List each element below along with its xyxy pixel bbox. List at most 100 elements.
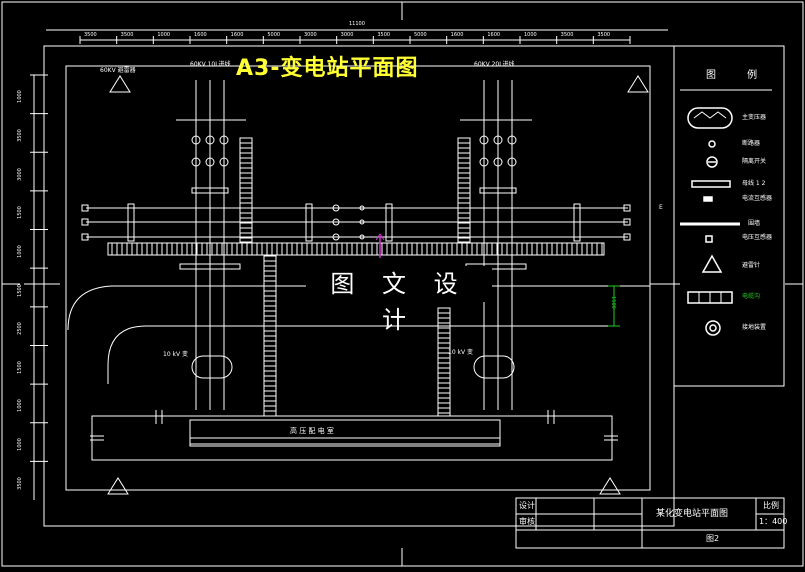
- title-block-scale-value: 1：400: [759, 517, 788, 526]
- title-block: [515, 497, 785, 549]
- top-segment-dim: 3500: [84, 32, 97, 38]
- right-breaker-a-upper: [479, 135, 489, 145]
- left-segment-dim: 1500: [16, 360, 23, 374]
- legend-label: 围墙: [748, 220, 761, 227]
- legend-label: 主变压器: [742, 114, 767, 121]
- left-disconnector-frame: [191, 187, 229, 194]
- switchgear-building-base: [189, 437, 501, 447]
- disconnector-icon: [706, 156, 718, 168]
- breaker-icon: [708, 140, 716, 148]
- legend-label: 电流互感器: [742, 195, 773, 202]
- top-segment-dim: 5000: [414, 32, 427, 38]
- left-segment-dim: 1500: [16, 206, 23, 220]
- label-feeder-right: 60KV 20L进线: [474, 61, 515, 68]
- right-terminal-c: [623, 233, 631, 241]
- cable-rack-right-upper: [457, 137, 471, 243]
- lightning-rod-bottom-left: [107, 477, 129, 495]
- lightning-rod-bottom-right: [599, 477, 621, 495]
- left-segment-dim: 1000: [16, 90, 23, 104]
- grounding-icon: [705, 320, 721, 336]
- title-block-scale-label: 比例: [763, 501, 779, 510]
- legend-label: 隔离开关: [742, 158, 767, 165]
- road-arc-inner: [107, 325, 610, 384]
- right-breaker-b-lower: [493, 157, 503, 167]
- left-breaker-a-upper: [191, 135, 201, 145]
- label-lightning-left: 60KV 避雷器: [100, 67, 136, 74]
- top-segment-dim: 3500: [377, 32, 391, 38]
- lower-yard: [91, 415, 613, 461]
- legend-label: 避雷针: [742, 262, 761, 269]
- bus-section-right: [385, 203, 393, 242]
- bus-section-left: [305, 203, 313, 242]
- left-terminal-b: [81, 218, 89, 226]
- switchgear-building: [189, 419, 501, 445]
- cable-rack-right-lower: [437, 307, 451, 417]
- title-block-name: 某化变电站平面图: [656, 509, 729, 519]
- drawing-title: A3-变电站平面图: [236, 56, 419, 81]
- pt-icon: [705, 235, 713, 243]
- road-arc-outer: [67, 285, 310, 331]
- left-terminal-a: [81, 204, 89, 212]
- top-segment-dim: 1600: [450, 32, 464, 38]
- left-segment-dim: 3000: [16, 167, 23, 181]
- left-segment-dim: 1000: [16, 244, 23, 258]
- left-segment-dim: 2500: [16, 322, 23, 335]
- title-block-review-label: 审核: [519, 517, 535, 526]
- left-segment-dim: 1500: [16, 283, 23, 297]
- top-total-dim: 11100: [349, 21, 365, 27]
- top-segment-dim: 3000: [340, 32, 354, 38]
- title-block-drawing-no: 图2: [706, 534, 720, 543]
- legend-label: 母线 1 2: [742, 180, 766, 187]
- lightning-rod-icon: [701, 254, 723, 273]
- top-segment-dim: 3500: [120, 32, 134, 38]
- grounding-icon-inner: [709, 324, 717, 332]
- right-breaker-c-lower: [507, 157, 517, 167]
- top-segment-dim: 3000: [304, 32, 317, 38]
- bus-node-b: [359, 219, 365, 225]
- left-terminal-c: [81, 233, 89, 241]
- label-transformer-right: 10 kV 变: [448, 349, 474, 356]
- legend-label: 电缆沟: [742, 293, 761, 300]
- left-segment-dim: 3500: [16, 129, 23, 142]
- top-segment-dim: 3500: [560, 32, 574, 38]
- bus-node-c: [359, 234, 365, 240]
- left-breaker-a-lower: [191, 157, 201, 167]
- top-segment-dim: 5000: [267, 32, 281, 38]
- substation-fence: [65, 65, 651, 491]
- bus-coupler-a: [332, 204, 340, 212]
- top-segment-dim: 1000: [524, 32, 537, 38]
- transformer-icon: [687, 107, 733, 129]
- top-segment-dim: 1600: [230, 32, 244, 38]
- left-main-transformer: [191, 355, 233, 379]
- ct-icon: [703, 196, 713, 202]
- left-segment-dim: 1000: [16, 438, 23, 451]
- right-breaker-c-upper: [507, 135, 517, 145]
- right-disconnector-frame: [479, 187, 517, 194]
- left-low-gantry: [179, 263, 241, 270]
- right-dim-label: 1500: [609, 296, 616, 309]
- bus-coupler-b: [332, 218, 340, 226]
- title-block-designer-label: 设计: [519, 501, 535, 510]
- watermark: 图 文 设 计: [306, 266, 492, 334]
- top-segment-dim: 1000: [157, 32, 171, 38]
- left-breaker-c-upper: [219, 135, 229, 145]
- legend-label: 电压互感器: [742, 234, 773, 241]
- label-transformer-left: 10 kV 变: [163, 351, 189, 358]
- right-terminal-a: [623, 204, 631, 212]
- legend-frame: [673, 45, 785, 387]
- legend-label: 接地装置: [742, 324, 767, 331]
- bus-end-right: [573, 203, 581, 242]
- label-feeder-left: 60KV 10L进线: [190, 61, 231, 68]
- right-terminal-b: [623, 218, 631, 226]
- top-segment-dim: 3500: [597, 32, 611, 38]
- top-segment-dim: 1600: [194, 32, 207, 38]
- magenta-marker-arrow: [375, 233, 385, 241]
- bus-coupler-c: [332, 233, 340, 241]
- right-breaker-a-lower: [479, 157, 489, 167]
- right-breaker-b-upper: [493, 135, 503, 145]
- lightning-rod-top-left: [109, 75, 131, 93]
- top-segment-dim: 1600: [487, 32, 501, 38]
- legend-title: 图 例: [706, 70, 772, 81]
- left-breaker-b-upper: [205, 135, 215, 145]
